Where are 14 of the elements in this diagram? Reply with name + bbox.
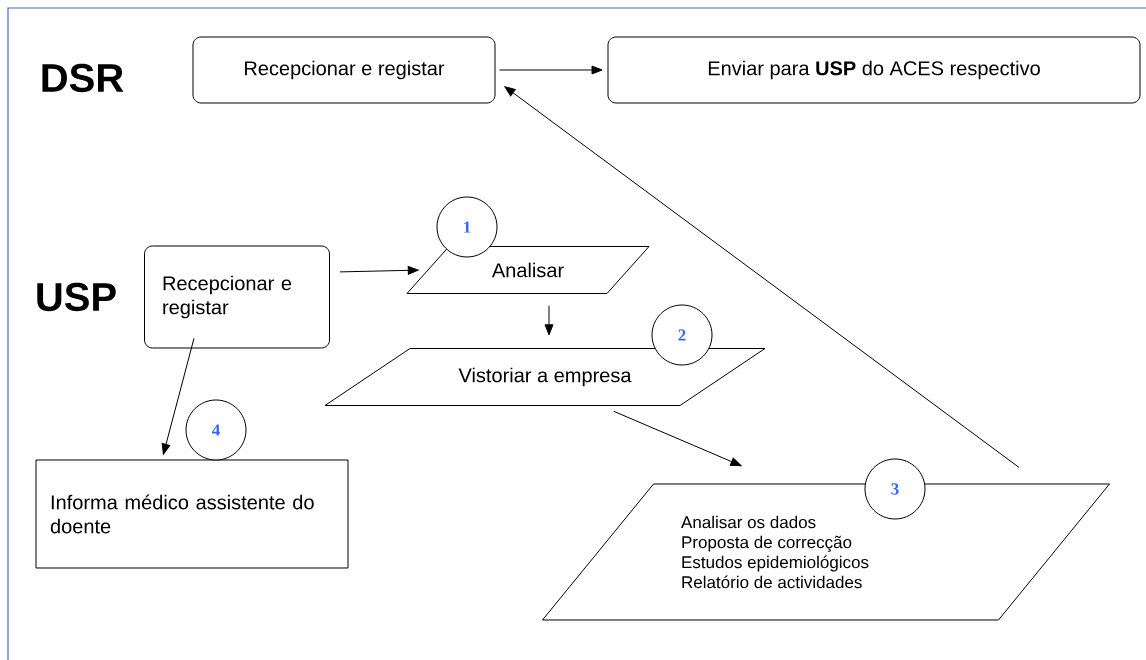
lane-label: USP [37, 282, 116, 312]
process-parallelogram: Analisar [406, 246, 650, 294]
arrow [339, 265, 419, 275]
process-box: Recepcionar e registar [192, 36, 496, 104]
process-parallelogram: Vistoriar a empresa [324, 348, 766, 406]
arrow [504, 86, 1020, 468]
process-box: Enviar para USP do ACES respectivo [607, 36, 1141, 104]
arrow [161, 337, 195, 455]
arrow [499, 65, 603, 75]
process-box: Informa médico assistente do doente [35, 459, 349, 569]
arrow [613, 410, 742, 467]
process-box: Recepcionar e registar [144, 245, 330, 349]
lane-label: DSR [42, 63, 124, 93]
arrow [544, 305, 554, 336]
